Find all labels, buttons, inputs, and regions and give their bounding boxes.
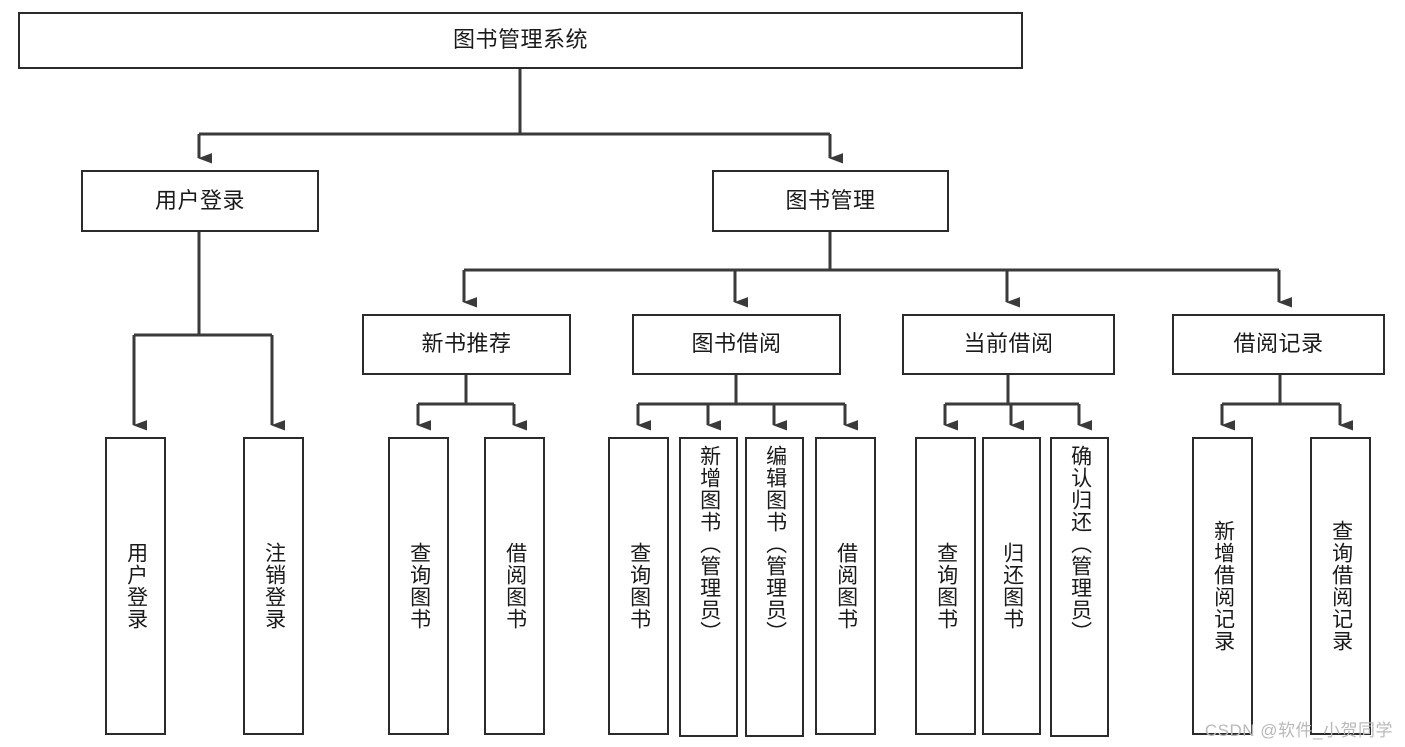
leaf-query-book-current-label: 查询图书 xyxy=(934,542,958,630)
leaf-user-login-label: 用户登录 xyxy=(124,542,148,630)
leaf-return-book[interactable]: 归还图书 xyxy=(982,437,1041,735)
leaf-borrow-book[interactable]: 借阅图书 xyxy=(815,437,876,735)
node-current-borrow[interactable]: 当前借阅 xyxy=(902,314,1115,375)
leaf-query-book-borrow-label: 查询图书 xyxy=(627,542,651,630)
node-book-borrow-label: 图书借阅 xyxy=(691,331,782,357)
leaf-borrow-book-rec-label: 借阅图书 xyxy=(503,542,527,630)
leaf-edit-book-admin[interactable]: 编辑图书（管理员） xyxy=(745,437,804,737)
leaf-add-book-admin-label: 新增图书（管理员） xyxy=(697,445,721,643)
node-borrow-record[interactable]: 借阅记录 xyxy=(1172,314,1385,375)
leaf-borrow-book-label: 借阅图书 xyxy=(834,542,858,630)
leaf-add-borrow-record[interactable]: 新增借阅记录 xyxy=(1192,437,1253,735)
node-user-login[interactable]: 用户登录 xyxy=(81,170,319,232)
leaf-query-book-current[interactable]: 查询图书 xyxy=(915,437,976,735)
leaf-query-borrow-record-label: 查询借阅记录 xyxy=(1329,520,1353,652)
node-new-book-recommend-label: 新书推荐 xyxy=(421,331,512,357)
leaf-confirm-return-admin[interactable]: 确认归还（管理员） xyxy=(1050,437,1109,737)
node-root-label: 图书管理系统 xyxy=(452,27,588,53)
leaf-return-book-label: 归还图书 xyxy=(1000,542,1024,630)
node-user-login-label: 用户登录 xyxy=(154,187,245,213)
leaf-logout-label: 注销登录 xyxy=(262,542,286,630)
leaf-confirm-return-admin-label: 确认归还（管理员） xyxy=(1068,445,1092,643)
node-borrow-record-label: 借阅记录 xyxy=(1233,331,1324,357)
leaf-borrow-book-rec[interactable]: 借阅图书 xyxy=(484,437,545,735)
leaf-query-borrow-record[interactable]: 查询借阅记录 xyxy=(1310,437,1371,735)
leaf-add-book-admin[interactable]: 新增图书（管理员） xyxy=(679,437,738,737)
node-book-management[interactable]: 图书管理 xyxy=(712,170,949,232)
leaf-query-book-borrow[interactable]: 查询图书 xyxy=(608,437,669,735)
leaf-edit-book-admin-label: 编辑图书（管理员） xyxy=(763,445,787,643)
node-book-borrow[interactable]: 图书借阅 xyxy=(632,314,841,375)
watermark-text: CSDN @软件_小贺同学 xyxy=(1204,721,1393,740)
leaf-query-book-rec-label: 查询图书 xyxy=(407,542,431,630)
node-new-book-recommend[interactable]: 新书推荐 xyxy=(362,314,571,375)
node-current-borrow-label: 当前借阅 xyxy=(963,331,1054,357)
leaf-logout[interactable]: 注销登录 xyxy=(243,437,304,735)
node-book-management-label: 图书管理 xyxy=(785,187,876,213)
leaf-add-borrow-record-label: 新增借阅记录 xyxy=(1211,520,1235,652)
leaf-query-book-rec[interactable]: 查询图书 xyxy=(388,437,449,735)
node-root[interactable]: 图书管理系统 xyxy=(18,12,1023,69)
leaf-user-login[interactable]: 用户登录 xyxy=(105,437,166,735)
